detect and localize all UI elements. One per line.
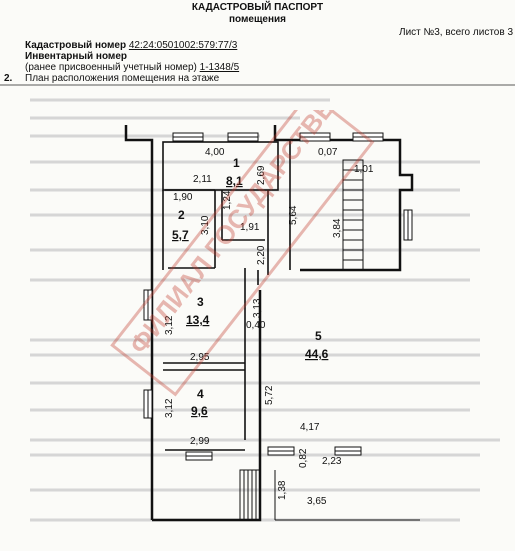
dim-1-24: 1,24: [222, 190, 233, 210]
document-subtitle: помещения: [229, 14, 286, 25]
section-title: План расположения помещения на этаже: [25, 73, 220, 84]
room-5-area: 44,6: [305, 347, 329, 361]
inventory-value: 1-1348/5: [199, 62, 240, 73]
interior-walls: [162, 140, 291, 451]
dim-0-82: 0,82: [298, 448, 309, 468]
dim-2-99: 2,99: [190, 436, 210, 447]
dim-1-91: 1,91: [240, 222, 260, 233]
room-3-number: 3: [197, 295, 204, 309]
dim-5-72: 5,72: [264, 385, 275, 405]
dim-3-65: 3,65: [307, 496, 327, 507]
dim-1-38: 1,38: [277, 480, 288, 500]
dim-2-23: 2,23: [322, 456, 342, 467]
dim-2-69: 2,69: [256, 165, 267, 185]
room-4-area: 9,6: [191, 404, 208, 418]
cadastral-number-row: Кадастровый номер 42:24:0501002:579:77/3: [25, 40, 237, 51]
room-4-number: 4: [197, 387, 204, 401]
room-1-area: 8,1: [226, 174, 243, 188]
dim-1-90: 1,90: [173, 192, 193, 203]
sheet-info: Лист №3, всего листов 3: [399, 27, 513, 38]
dim-5-64: 5,64: [288, 205, 299, 225]
inventory-row: (ранее присвоенный учетный номер) 1-1348…: [25, 62, 239, 73]
dim-3-12-lower: 3,12: [164, 398, 175, 418]
dim-4-17: 4,17: [300, 422, 320, 433]
dim-2-11: 2,11: [193, 174, 212, 185]
dim-1-01: 1,01: [354, 164, 374, 175]
dim-3-10: 3,10: [200, 215, 211, 235]
dim-3-12-upper: 3,12: [164, 315, 175, 335]
inventory-sub: (ранее присвоенный учетный номер): [25, 62, 197, 73]
bleed-through-lines: [30, 98, 500, 522]
dim-2-95: 2,95: [190, 352, 210, 363]
room-2-number: 2: [178, 208, 185, 222]
dim-3-13: 3,13: [252, 298, 263, 318]
staircase: [342, 159, 364, 271]
cadastral-label: Кадастровый номер: [25, 40, 127, 51]
room-5-number: 5: [315, 329, 322, 343]
document-title: КАДАСТРОВЫЙ ПАСПОРТ: [191, 2, 324, 13]
room-2-area: 5,7: [172, 228, 189, 242]
dim-2-20: 2,20: [256, 245, 267, 265]
room-3-area: 13,4: [186, 313, 210, 327]
dim-0-07: 0,07: [318, 147, 338, 158]
cadastral-value: 42:24:0501002:579:77/3: [128, 40, 238, 51]
dim-3-84: 3,84: [332, 218, 343, 238]
windows: [143, 132, 413, 461]
room-1-number: 1: [233, 156, 240, 170]
section-number: 2.: [4, 73, 13, 84]
dim-4-00: 4,00: [205, 147, 225, 158]
inventory-label: Инвентарный номер: [25, 51, 128, 62]
entrance-steps: [239, 469, 420, 521]
dim-0-40: 0,40: [246, 320, 266, 331]
